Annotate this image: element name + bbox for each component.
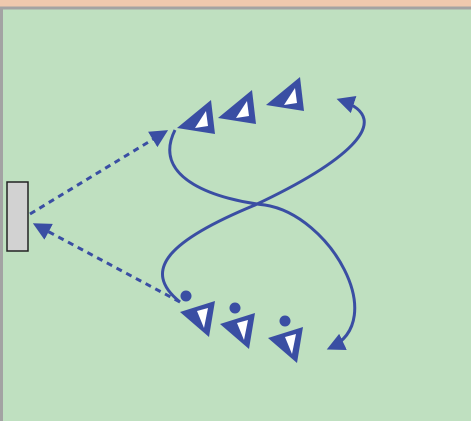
goal-icon bbox=[6, 181, 29, 252]
run-path-top-to-bottom bbox=[168, 129, 357, 351]
player-cone-icon bbox=[266, 77, 304, 111]
player-cone-icon bbox=[180, 301, 215, 337]
pass-arrow-lower bbox=[32, 223, 181, 304]
player-cone-icon bbox=[177, 100, 215, 134]
run-path-bottom-to-top bbox=[161, 96, 366, 304]
player-cone-icon bbox=[268, 327, 303, 363]
pass-arrow-upper bbox=[29, 130, 169, 216]
ball-icon bbox=[180, 290, 192, 302]
ball-icon bbox=[279, 315, 291, 327]
player-cone-icon bbox=[218, 90, 256, 124]
ball-icon bbox=[229, 302, 241, 314]
player-cone-icon bbox=[220, 313, 255, 349]
